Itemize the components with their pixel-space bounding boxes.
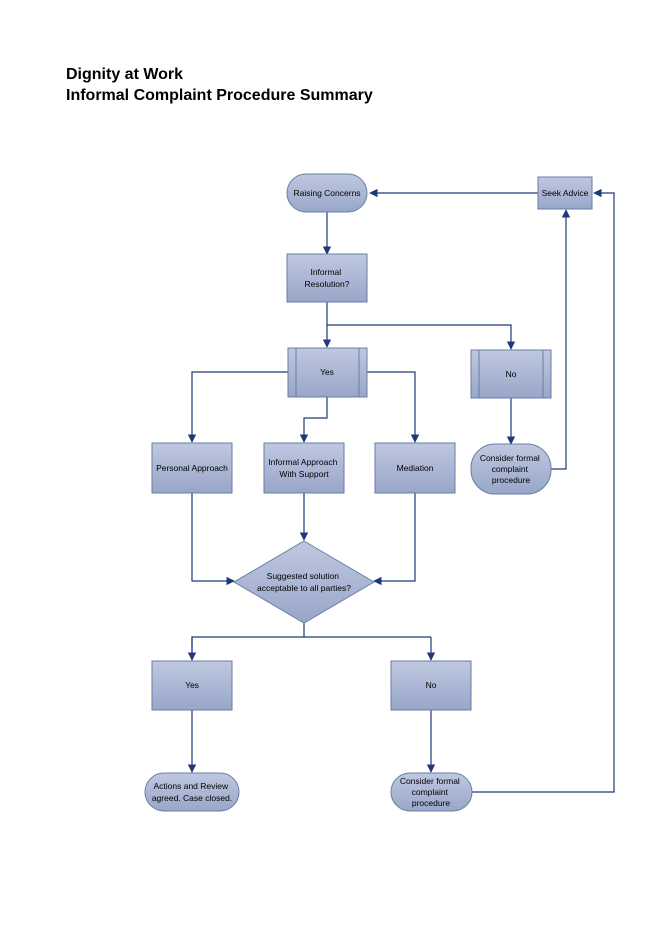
consider-formal-top-line-1: Consider formal <box>480 453 540 463</box>
no-top-label: No <box>506 369 517 379</box>
consider-formal-top-line-2: complaint <box>492 464 529 474</box>
svg-text:Seek Advice: Seek Advice <box>542 188 589 198</box>
process-shape <box>390 660 472 711</box>
suggested-solution-line-1: Suggested solution <box>267 571 340 581</box>
svg-text:Informal Resolution?: Informal Resolution? <box>305 267 350 289</box>
process-shape <box>151 660 233 711</box>
connector-personal-to-decision <box>191 493 235 586</box>
title-line-1: Dignity at Work <box>66 66 184 83</box>
connector-decision-to-yes <box>191 636 431 660</box>
svg-text:Raising Concerns: Raising Concerns <box>293 188 360 198</box>
svg-text:Informal Approach With S: Informal Approach With Support <box>268 457 339 479</box>
terminator-shape <box>144 772 240 812</box>
consider-formal-bottom-line-1: Consider formal <box>400 776 460 786</box>
mediation-label: Mediation <box>397 463 434 473</box>
terminator-shape <box>470 443 552 495</box>
process-shape <box>374 442 456 494</box>
node-suggested-solution: Suggested solution acceptable to all par… <box>233 540 375 624</box>
seek-advice-label: Seek Advice <box>542 188 589 198</box>
svg-text:Consider formal complain: Consider formal complaint procedure <box>400 776 462 808</box>
node-actions-review: Actions and Review agreed. Case closed. <box>144 772 240 812</box>
terminator-shape <box>390 772 473 812</box>
raising-concerns-label: Raising Concerns <box>293 188 360 198</box>
node-no-bottom: No <box>390 660 472 711</box>
process-shape <box>537 176 593 210</box>
connector-yes-to-personal <box>187 371 288 443</box>
terminator-shape <box>286 173 368 213</box>
connector-yes-to-support <box>299 397 328 443</box>
process-shape <box>263 442 345 494</box>
node-personal-approach: Personal Approach <box>151 442 233 494</box>
informal-resolution-line-2: Resolution? <box>305 279 350 289</box>
consider-formal-bottom-line-2: complaint <box>412 787 449 797</box>
connector-informal-to-no <box>327 324 516 350</box>
connectors <box>187 188 615 793</box>
node-yes-bottom: Yes <box>151 660 233 711</box>
actions-review-line-2: agreed. Case closed. <box>152 793 232 803</box>
node-informal-resolution: Informal Resolution? <box>286 253 368 303</box>
suggested-solution-line-2: acceptable to all parties? <box>257 583 351 593</box>
connector-consider-bottom-to-seek <box>472 188 615 793</box>
title-line-2: Informal Complaint Procedure Summary <box>66 87 373 104</box>
consider-formal-top-line-3: procedure <box>492 475 531 485</box>
node-raising-concerns: Raising Concerns <box>286 173 368 213</box>
predefined-process-shape <box>287 347 368 398</box>
informal-resolution-line-1: Informal <box>310 267 341 277</box>
svg-text:Mediation: Mediation <box>397 463 434 473</box>
yes-bottom-label: Yes <box>185 680 199 690</box>
node-yes-top: Yes <box>287 347 368 398</box>
connector-mediation-to-decision <box>373 493 416 586</box>
svg-text:No: No <box>506 369 517 379</box>
personal-approach-label: Personal Approach <box>156 463 228 473</box>
node-mediation: Mediation <box>374 442 456 494</box>
no-bottom-label: No <box>426 680 437 690</box>
connector-yes-to-mediation <box>367 371 420 443</box>
svg-text:Consider formal complain: Consider formal complaint procedure <box>480 453 542 485</box>
svg-text:No: No <box>426 680 437 690</box>
process-shape <box>151 442 233 494</box>
node-consider-formal-bottom: Consider formal complaint procedure <box>390 772 473 812</box>
consider-formal-bottom-line-3: procedure <box>412 798 451 808</box>
node-informal-approach-support: Informal Approach With Support <box>263 442 345 494</box>
svg-text:Suggested solution accep: Suggested solution acceptable to all par… <box>257 571 351 593</box>
connector-consider-to-seek <box>551 209 571 470</box>
actions-review-line-1: Actions and Review <box>153 781 229 791</box>
node-consider-formal-top: Consider formal complaint procedure <box>470 443 552 495</box>
svg-text:Actions and Review agree: Actions and Review agreed. Case closed. <box>152 781 232 803</box>
node-seek-advice: Seek Advice <box>537 176 593 210</box>
svg-text:Yes: Yes <box>320 367 334 377</box>
process-shape <box>286 253 368 303</box>
yes-top-label: Yes <box>320 367 334 377</box>
informal-approach-line-2: With Support <box>279 469 329 479</box>
decision-shape <box>233 540 375 624</box>
document-title: Dignity at Work Informal Complaint Proce… <box>66 64 373 106</box>
informal-approach-line-1: Informal Approach <box>268 457 337 467</box>
svg-text:Personal Approach: Personal Approach <box>156 463 228 473</box>
predefined-process-shape <box>470 349 552 399</box>
node-no-top: No <box>470 349 552 399</box>
svg-text:Yes: Yes <box>185 680 199 690</box>
